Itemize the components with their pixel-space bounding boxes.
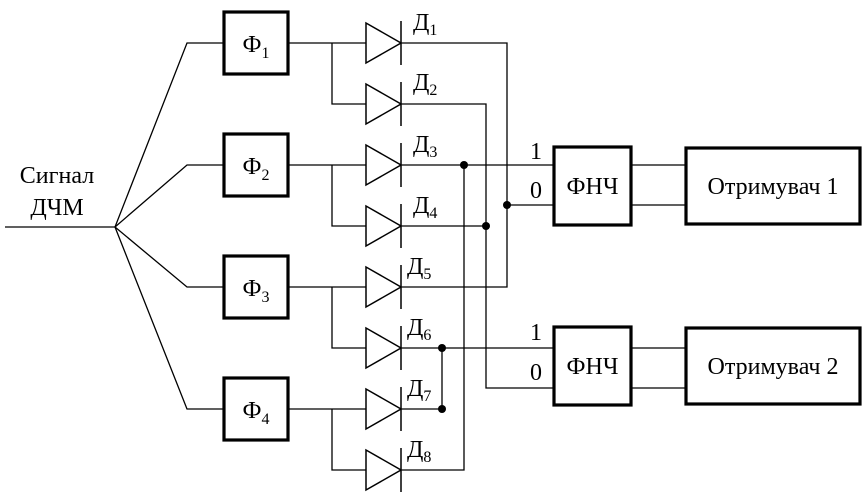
input-label-line2: ДЧМ (30, 195, 83, 221)
filter-phi4-label: Ф (243, 398, 262, 424)
svg-text:Ф1: Ф1 (243, 32, 270, 62)
diode-d8 (365, 448, 403, 492)
diode-d2-label: Д2 (413, 70, 437, 99)
lpf1-input-1-label: 1 (530, 139, 542, 165)
svg-text:Ф3: Ф3 (243, 276, 270, 306)
filter-phi1-index: 1 (261, 45, 269, 62)
diode-d7 (365, 387, 403, 431)
diode-d1-label: Д1 (413, 10, 437, 39)
junction-dot (503, 201, 511, 209)
diode-d5 (365, 265, 403, 309)
diode-d4 (365, 204, 403, 248)
diode-d3 (365, 143, 403, 187)
receiver-1: Отримувач 1 (684, 146, 862, 226)
junction-dot (460, 161, 468, 169)
filter-phi3: Ф3 (222, 254, 290, 320)
lpf-block-1-label: ФНЧ (567, 174, 619, 200)
receiver-2-label: Отримувач 2 (708, 354, 839, 380)
junction-dot (438, 344, 446, 352)
filter-phi2-index: 2 (261, 167, 269, 184)
junction-dot (438, 405, 446, 413)
filter-phi3-index: 3 (261, 289, 269, 306)
lpf-block-2: ФНЧ (552, 325, 633, 407)
diode-d6-label: Д6 (407, 315, 431, 344)
junction-dot (482, 222, 490, 230)
diode-output-wiring (401, 42, 554, 471)
diode-d1 (365, 21, 403, 65)
receiver-2: Отримувач 2 (684, 326, 862, 406)
input-wiring (5, 42, 224, 410)
filter-phi1-label: Ф (243, 32, 262, 58)
diode-d2 (365, 82, 403, 126)
diode-d7-label: Д7 (407, 376, 431, 405)
filter-phi2-label: Ф (243, 154, 262, 180)
diode-d6 (365, 326, 403, 370)
svg-text:Ф2: Ф2 (243, 154, 270, 184)
diode-d3-label: Д3 (413, 132, 437, 161)
filter-output-wiring (288, 42, 366, 471)
diode-d4-label: Д4 (413, 193, 437, 222)
lpf2-input-1-label: 1 (530, 320, 542, 346)
filter-phi1: Ф1 (222, 10, 290, 76)
filter-phi2: Ф2 (222, 132, 290, 198)
filter-phi4: Ф4 (222, 376, 290, 442)
lpf1-input-0-label: 0 (530, 178, 542, 204)
lpf2-input-0-label: 0 (530, 360, 542, 386)
lpf-output-wiring (631, 164, 686, 389)
svg-text:Ф4: Ф4 (243, 398, 270, 428)
filter-phi4-index: 4 (261, 411, 269, 428)
input-label-line1: Сигнал (20, 163, 94, 189)
filter-phi3-label: Ф (243, 276, 262, 302)
diode-d5-label: Д5 (407, 254, 431, 283)
lpf-block-1: ФНЧ (552, 145, 633, 227)
receiver-1-label: Отримувач 1 (708, 174, 839, 200)
diode-d8-label: Д8 (407, 437, 431, 466)
lpf-block-2-label: ФНЧ (567, 354, 619, 380)
